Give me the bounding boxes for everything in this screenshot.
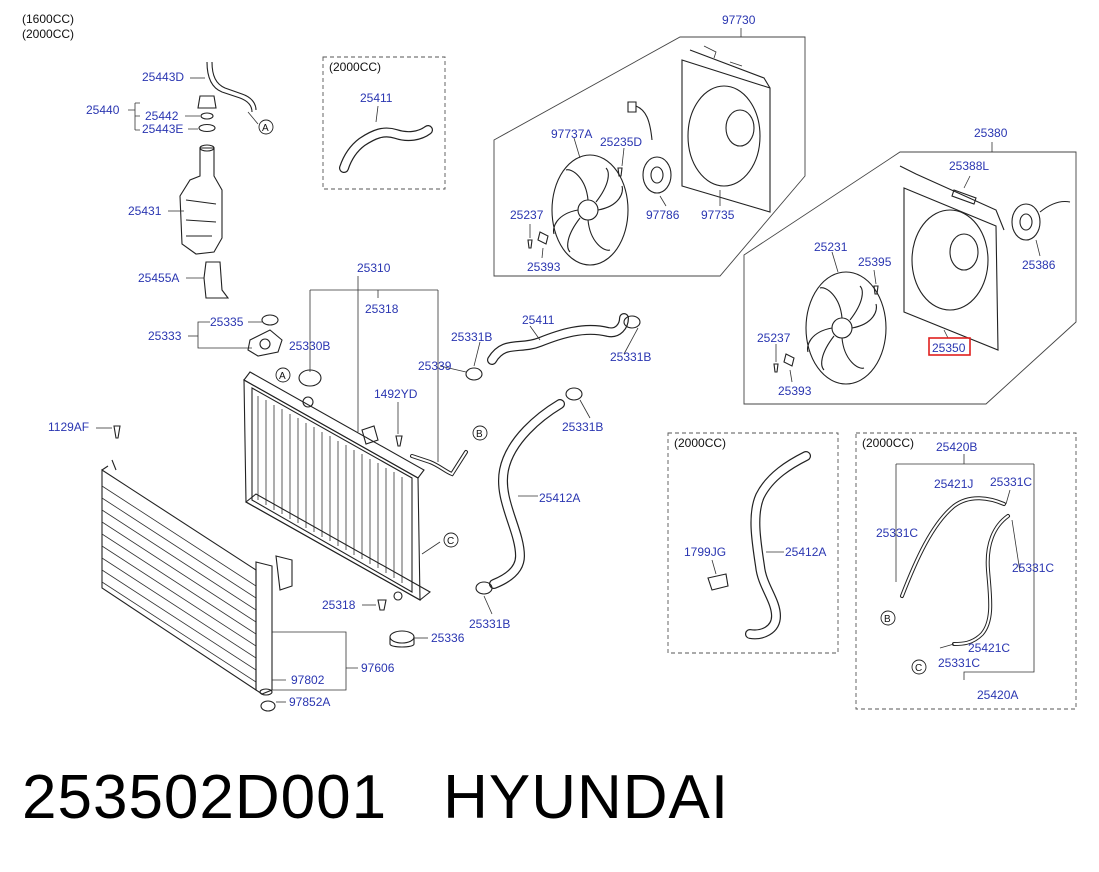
label-25442: 25442	[145, 109, 179, 123]
label-25331B-4: 25331B	[469, 617, 510, 631]
label-25318-bot: 25318	[322, 598, 356, 612]
engine-note-1600: (1600CC)	[22, 12, 74, 26]
label-25393-b: 25393	[778, 384, 812, 398]
label-25380: 25380	[974, 126, 1008, 140]
label-25386: 25386	[1022, 258, 1056, 272]
oil-cooler-line	[395, 402, 468, 477]
callout-a-cap: A	[275, 367, 291, 383]
box3-label-25420B: 25420B	[936, 440, 977, 454]
svg-text:A: A	[262, 123, 269, 134]
box3-hoses	[895, 454, 1035, 680]
box1-title: (2000CC)	[329, 60, 381, 74]
box3-label-25331C-3: 25331C	[1012, 561, 1054, 575]
label-25339: 25339	[418, 359, 452, 373]
box3-label-25331C-1: 25331C	[990, 475, 1032, 489]
box3-label-25331C-4: 25331C	[938, 656, 980, 670]
box1-label-25411: 25411	[360, 91, 393, 105]
upper-hose-25411	[439, 313, 641, 381]
label-25431: 25431	[128, 204, 162, 218]
label-25350: 25350	[932, 341, 966, 355]
callout-c-radiator: C	[443, 532, 459, 548]
callout-c-heater: C	[911, 659, 927, 675]
label-25455A: 25455A	[138, 271, 179, 285]
label-97852A: 97852A	[289, 695, 330, 709]
condenser	[96, 425, 293, 712]
label-25333: 25333	[148, 329, 182, 343]
label-25393-a: 25393	[527, 260, 561, 274]
label-25395: 25395	[858, 255, 892, 269]
box-2000cc-heater-hoses	[855, 432, 1077, 710]
label-97737A: 97737A	[551, 127, 592, 141]
box3-title: (2000CC)	[862, 436, 914, 450]
reservoir-tank-group	[128, 61, 257, 299]
fan-25231	[805, 271, 887, 385]
box3-label-25421C: 25421C	[968, 641, 1010, 655]
label-97786: 97786	[646, 208, 680, 222]
radiator-core	[243, 371, 441, 601]
box-2000cc-lower-hose	[667, 432, 839, 654]
svg-text:C: C	[447, 536, 454, 547]
box1-hose	[339, 105, 433, 173]
engine-note-2000: (2000CC)	[22, 27, 74, 41]
callout-a-reservoir: A	[247, 111, 274, 135]
fan-97737A	[551, 154, 629, 266]
brand-name: HYUNDAI	[443, 763, 730, 832]
box2-hose	[707, 451, 811, 640]
label-25331B-2: 25331B	[610, 350, 651, 364]
motor-25386	[1011, 200, 1071, 241]
label-25237-b: 25237	[757, 331, 791, 345]
shroud-25350	[899, 165, 1005, 351]
label-25336: 25336	[431, 631, 465, 645]
label-25318-top: 25318	[365, 302, 399, 316]
svg-text:B: B	[884, 614, 891, 625]
svg-text:C: C	[915, 663, 922, 674]
part-caption: 253502D001 HYUNDAI	[22, 762, 729, 842]
box3-label-25331C-2: 25331C	[876, 526, 918, 540]
label-25335: 25335	[210, 315, 244, 329]
box-97730	[493, 36, 806, 277]
label-97802: 97802	[291, 673, 325, 687]
shroud-97735	[681, 45, 771, 213]
label-25331B-1: 25331B	[451, 330, 492, 344]
svg-text:A: A	[279, 371, 286, 382]
box3-label-25421J: 25421J	[934, 477, 973, 491]
label-97730: 97730	[722, 13, 756, 27]
label-25237-a: 25237	[510, 208, 544, 222]
label-25310: 25310	[357, 261, 391, 275]
label-25411: 25411	[522, 313, 555, 327]
part-number: 253502D001	[22, 763, 388, 832]
label-25412A: 25412A	[539, 491, 580, 505]
label-25231: 25231	[814, 240, 848, 254]
callout-b-heater: B	[880, 610, 896, 626]
label-25388L: 25388L	[949, 159, 989, 173]
radiator-cap-group	[188, 314, 322, 387]
box2-label-25412A: 25412A	[785, 545, 826, 559]
label-97606: 97606	[361, 661, 395, 675]
cooling-system-parts-diagram: (1600CC) (2000CC) 25443D 25440 25442 254…	[22, 12, 1077, 712]
label-25443D: 25443D	[142, 70, 184, 84]
label-25440: 25440	[86, 103, 120, 117]
box2-title: (2000CC)	[674, 436, 726, 450]
box-2000cc-upper-hose	[322, 56, 446, 190]
label-25443E: 25443E	[142, 122, 183, 136]
svg-text:B: B	[476, 429, 483, 440]
label-25331B-3: 25331B	[562, 420, 603, 434]
callout-b-radiator: B	[472, 425, 488, 441]
box3-label-25420A: 25420A	[977, 688, 1018, 702]
box2-label-1799JG: 1799JG	[684, 545, 726, 559]
motor-97786	[627, 101, 672, 194]
label-97735: 97735	[701, 208, 735, 222]
label-25235D: 25235D	[600, 135, 642, 149]
lower-hose-25412A	[475, 387, 591, 615]
box-25380	[743, 151, 1077, 405]
label-1129AF: 1129AF	[48, 420, 89, 434]
highlight-box-25350	[928, 337, 971, 356]
label-1492YD: 1492YD	[374, 387, 418, 401]
